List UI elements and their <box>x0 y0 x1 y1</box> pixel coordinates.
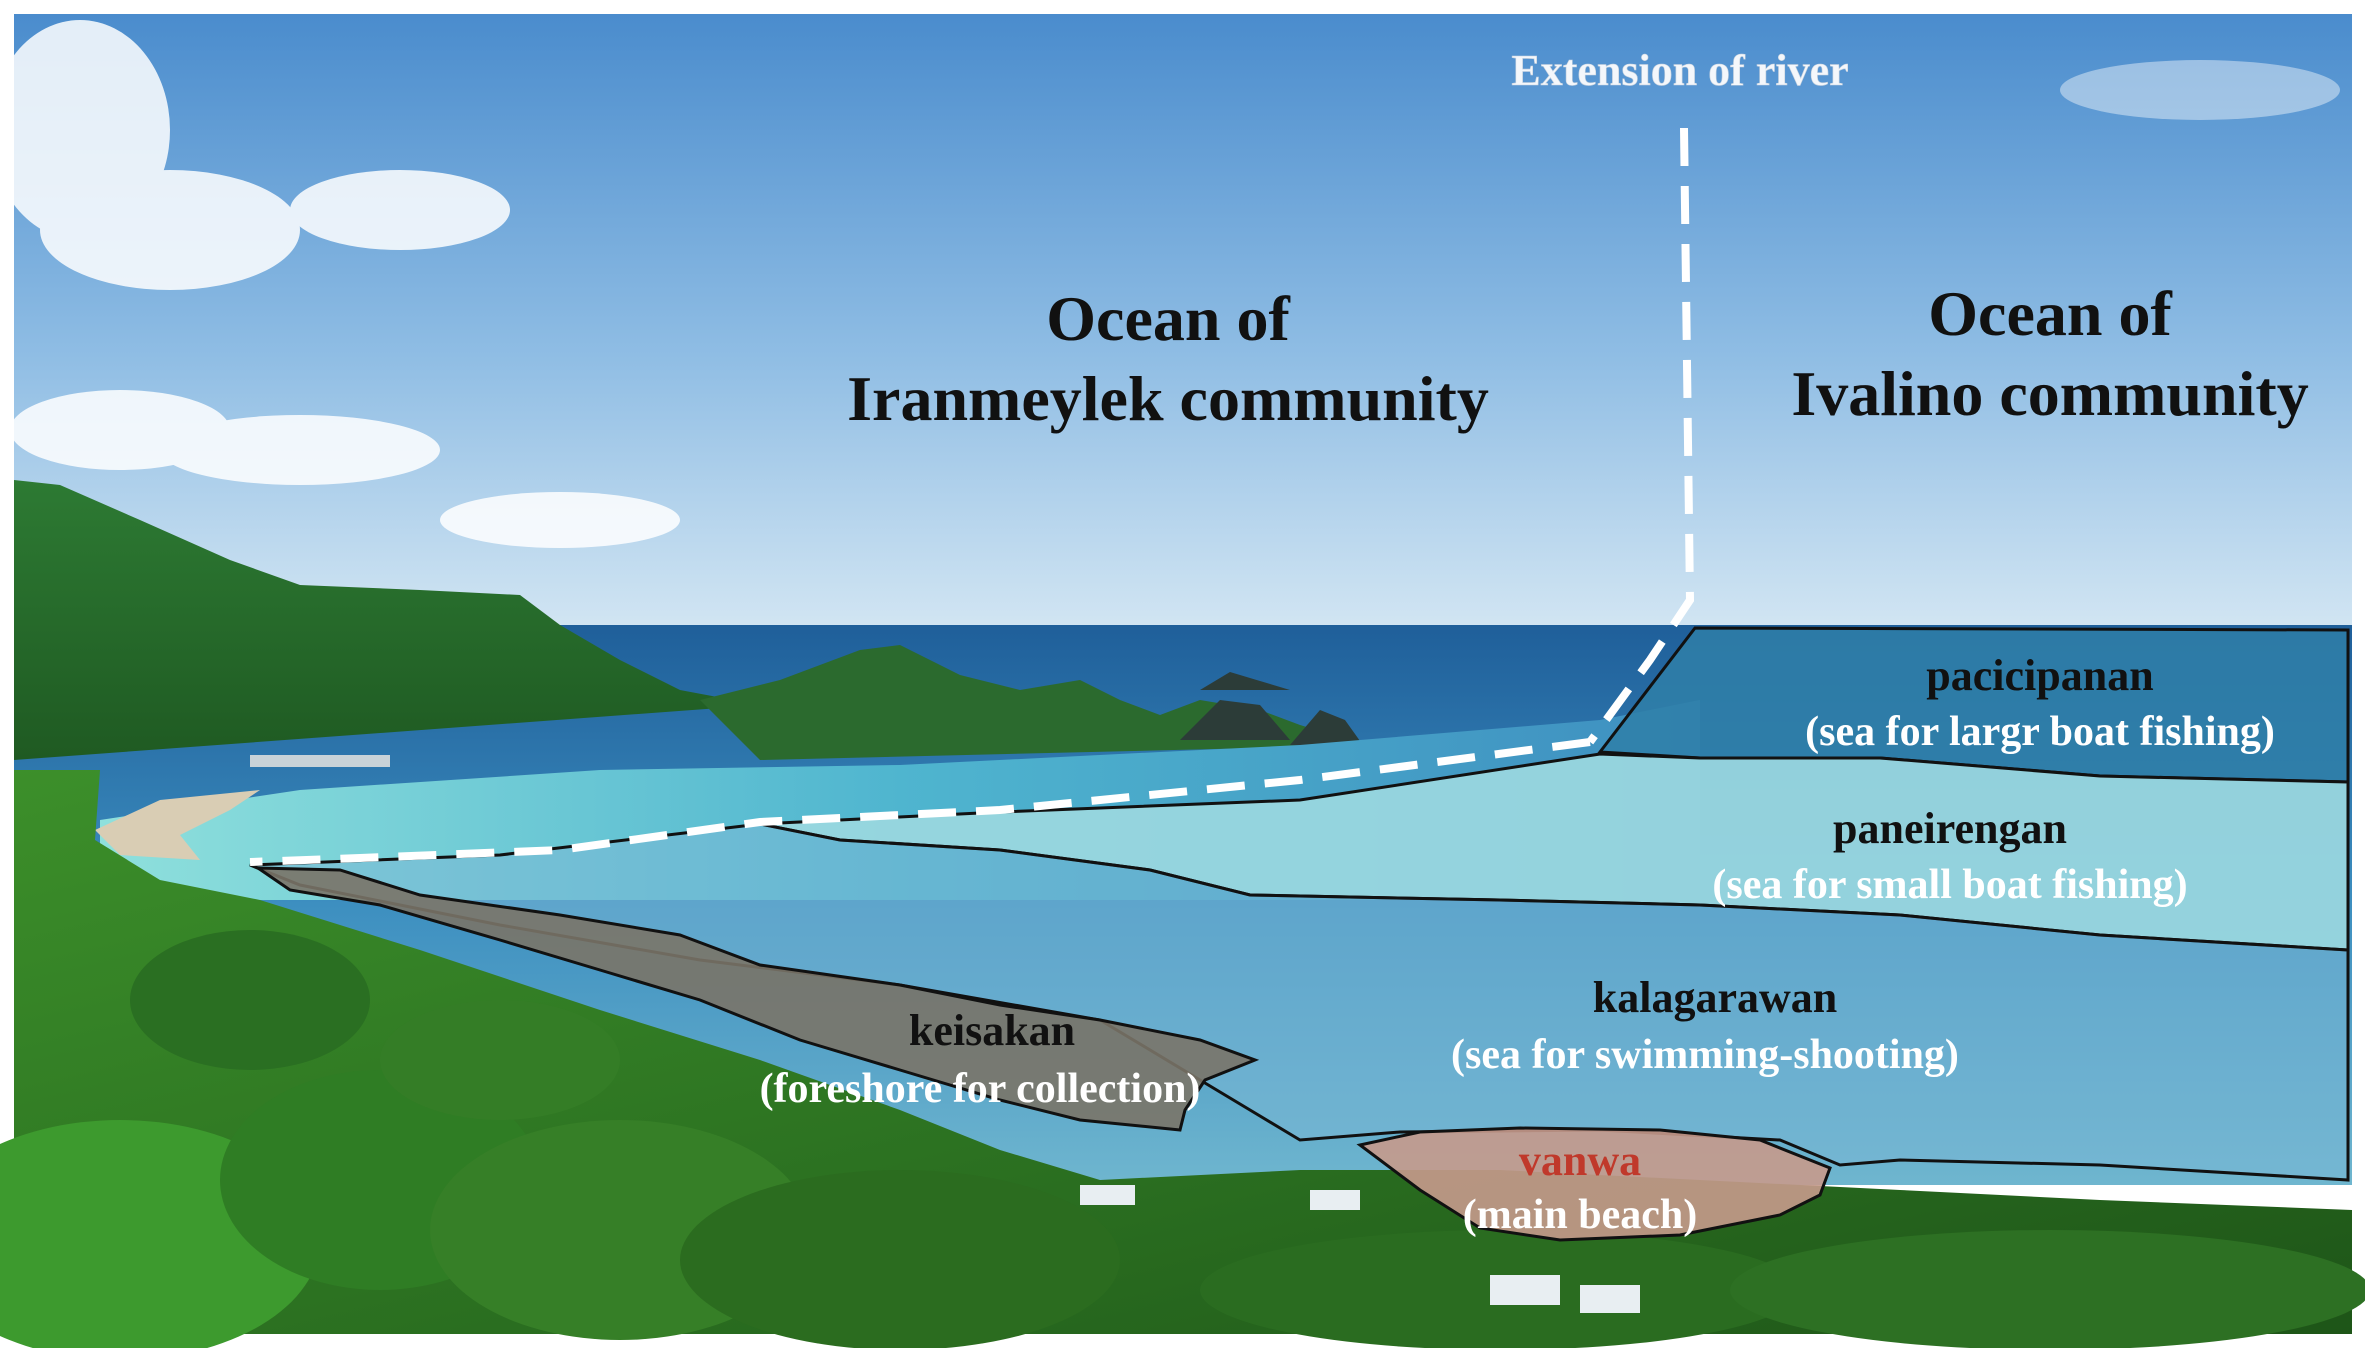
kalagarawan-label: kalagarawan <box>1593 973 1837 1022</box>
distant-mountains <box>14 480 760 760</box>
vanwa-desc: (main beach) <box>1463 1192 1698 1238</box>
vanwa-label: vanwa <box>1519 1136 1641 1185</box>
paneirengan-label: paneirengan <box>1833 804 2067 853</box>
pacicipanan-label: pacicipanan <box>1926 651 2153 700</box>
rocks <box>1180 672 1365 748</box>
river-extension-label: Extension of river <box>1511 46 1848 95</box>
zone-vanwa <box>1356 1126 1832 1242</box>
foreground-bushes <box>0 930 2365 1348</box>
iranmeylek-title-line2: Iranmeylek community <box>847 363 1489 434</box>
kalagarawan-desc: (sea for swimming-shooting) <box>1451 1032 1959 1078</box>
clouds <box>0 20 2340 548</box>
ivalino-title-line2: Ivalino community <box>1791 358 2308 429</box>
community-boundary-line <box>249 738 1591 866</box>
ivalino-title-line1: Ocean of <box>1928 278 2172 349</box>
village-buildings <box>250 755 1640 1313</box>
sky <box>14 14 2352 634</box>
zone-keisakan <box>252 866 1260 1132</box>
bay-beach <box>95 790 260 860</box>
pacicipanan-desc: (sea for largr boat fishing) <box>1805 709 2275 755</box>
zone-kalagarawan <box>249 822 2350 1182</box>
iranmeylek-title-line1: Ocean of <box>1046 283 1290 354</box>
paneirengan-desc: (sea for small boat fishing) <box>1712 862 2187 908</box>
river-extension-line <box>1586 127 1695 745</box>
keisakan-desc: (foreshore for collection) <box>760 1066 1201 1112</box>
keisakan-label: keisakan <box>909 1006 1075 1055</box>
